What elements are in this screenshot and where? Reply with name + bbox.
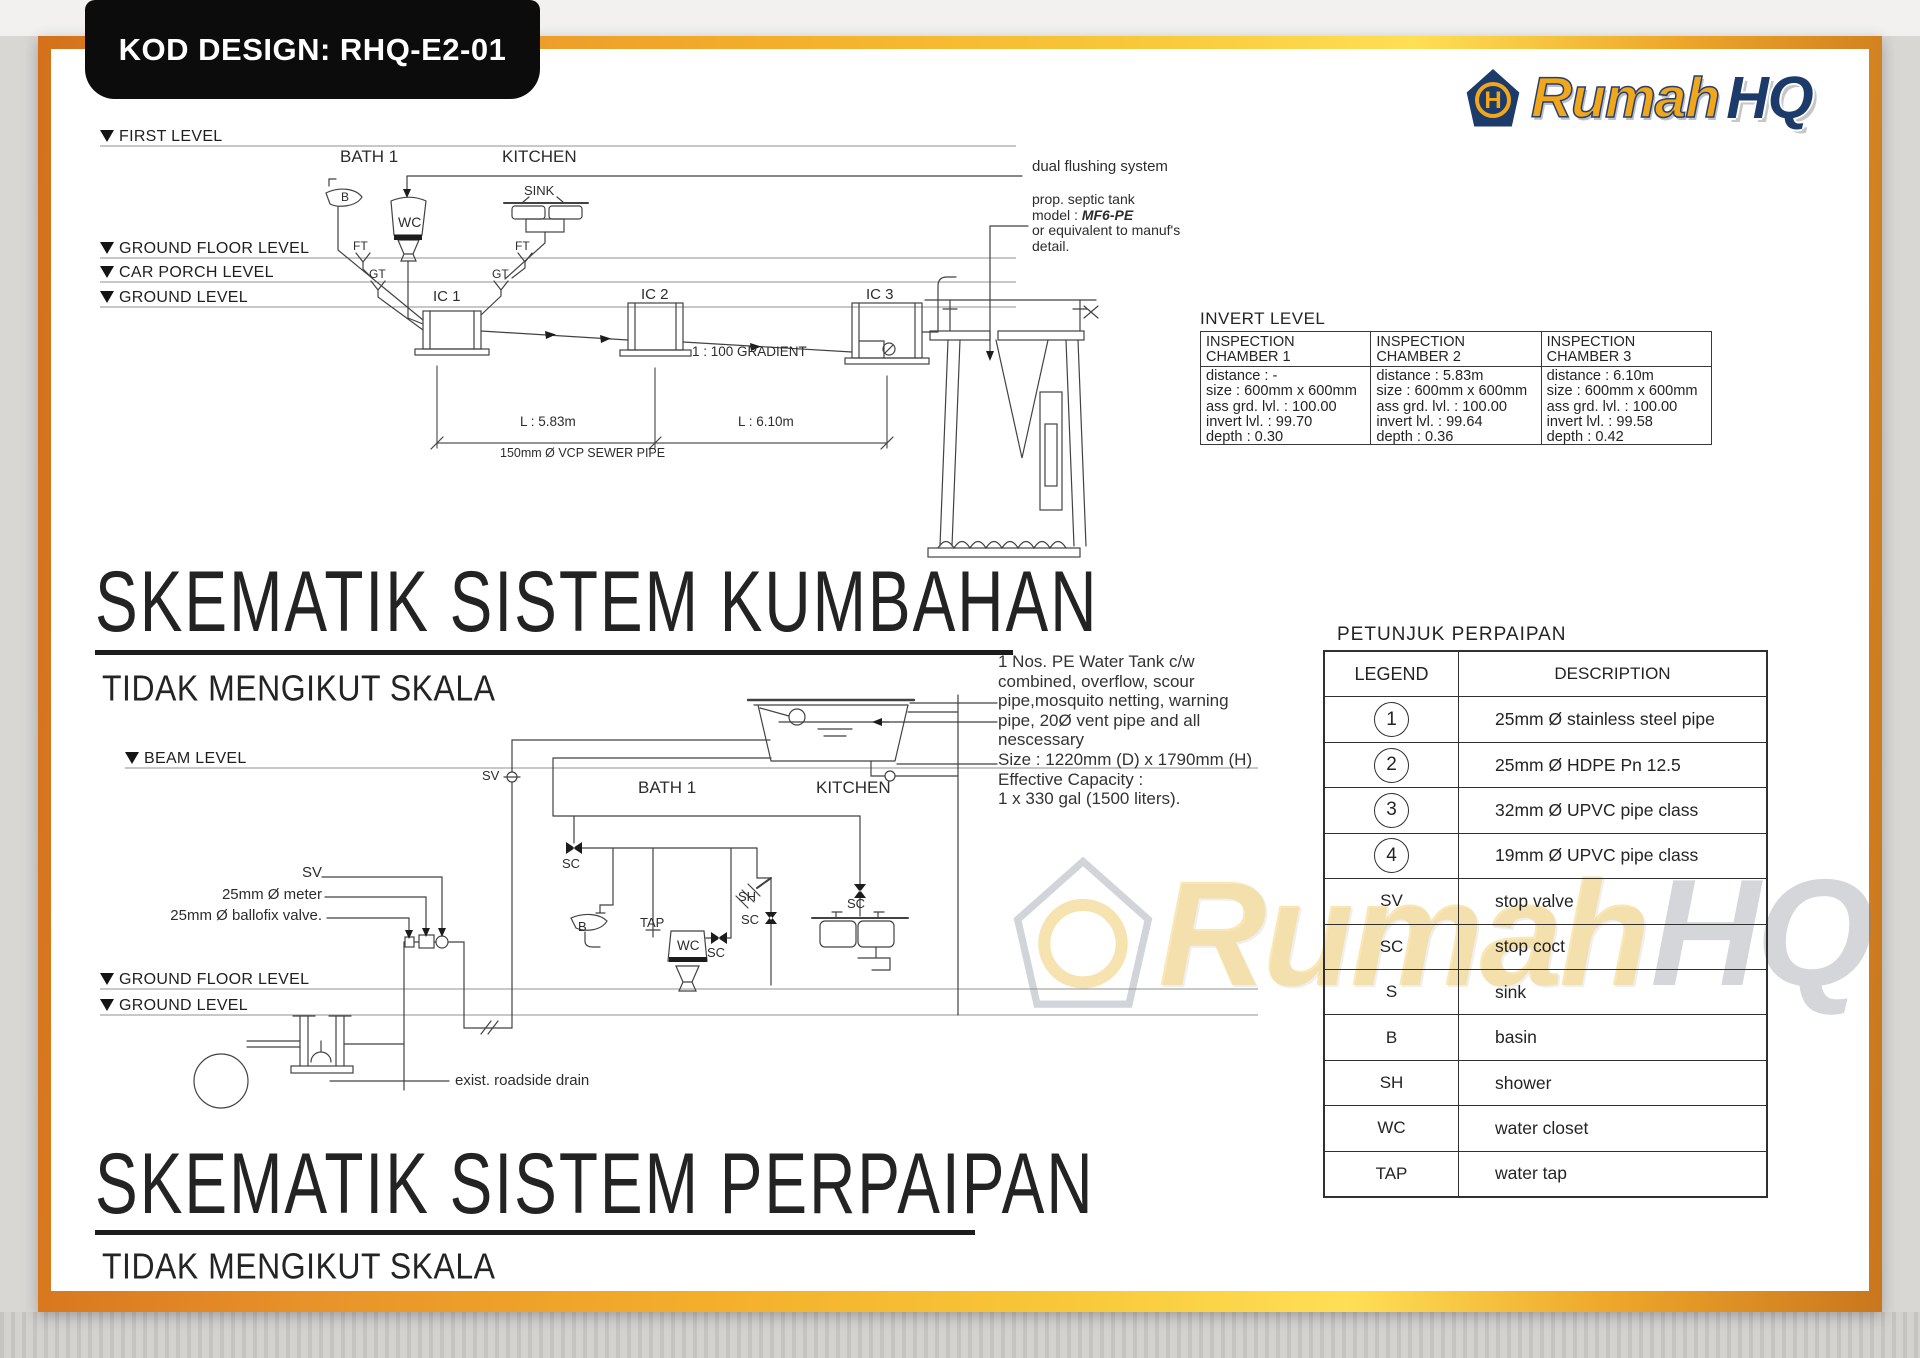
perpaipan-subtitle: TIDAK MENGIKUT SKALA <box>102 1246 496 1287</box>
kumbahan-title-main: SKEMATIK SISTEM KUMBAHAN <box>95 552 1099 650</box>
legend-row-sc: SC stop coct <box>1325 923 1766 969</box>
perpaipan-title: SKEMATIK SISTEM PERPAIPAN <box>95 1134 1095 1232</box>
legend-row-sv: SV stop valve <box>1325 878 1766 924</box>
dual-flushing-label: dual flushing system <box>1032 158 1168 175</box>
wc-label-lower: WC <box>677 938 700 953</box>
legend-title: PETUNJUK PERPAIPAN <box>1337 624 1567 645</box>
roadside-drain-label: exist. roadside drain <box>455 1072 590 1089</box>
level-first: FIRST LEVEL <box>100 128 223 146</box>
ic3-label: IC 3 <box>866 286 894 303</box>
logo-rumah-text: Rumah <box>1530 65 1721 131</box>
kitchen-label-lower: KITCHEN <box>816 778 891 797</box>
design-code-badge: KOD DESIGN: RHQ-E2-01 <box>85 0 540 99</box>
rumahhq-logo: H Rumah HQ <box>1462 58 1814 138</box>
ft-label-1: FT <box>353 239 368 253</box>
sc-label-shower: SC <box>741 912 760 927</box>
dim-ic2-ic3-label: L : 6.10m <box>738 414 794 429</box>
ic1-label: IC 1 <box>433 288 461 305</box>
gt-label-1: GT <box>369 267 386 281</box>
ft-label-2: FT <box>515 239 530 253</box>
kumbahan-subtitle: TIDAK MENGIKUT SKALA <box>102 668 496 709</box>
sc-label-bath: SC <box>562 856 581 871</box>
legend-circle-4: 4 <box>1374 838 1409 874</box>
ballofix-label: 25mm Ø ballofix valve. <box>170 907 322 924</box>
legend-row-2: 2 25mm Ø HDPE Pn 12.5 <box>1325 741 1766 788</box>
background-bottom-texture <box>0 1312 1920 1358</box>
invert-col-3: INSPECTION CHAMBER 3 distance : 6.10m si… <box>1541 332 1711 445</box>
sink-label: SINK <box>524 183 555 198</box>
invert-col-2-header: INSPECTION CHAMBER 2 <box>1371 332 1541 367</box>
septic-model: MF6-PE <box>1081 206 1134 223</box>
kumbahan-underline <box>95 650 1013 655</box>
gt-label-2: GT <box>492 267 509 281</box>
basin-label-top: B <box>341 190 350 204</box>
tap-label: TAP <box>640 915 665 930</box>
legend-circle-3: 3 <box>1374 792 1409 828</box>
design-code-text: KOD DESIGN: RHQ-E2-01 <box>118 31 507 67</box>
legend-circle-1: 1 <box>1374 702 1409 738</box>
invert-col-3-header: INSPECTION CHAMBER 3 <box>1541 332 1711 367</box>
level-ground-floor: GROUND FLOOR LEVEL <box>100 240 309 258</box>
level-marker-icon <box>100 291 114 303</box>
level-marker-icon <box>100 242 114 254</box>
rumahhq-house-icon: H <box>1463 65 1523 130</box>
wc-label-top: WC <box>398 214 422 230</box>
legend-table: LEGEND DESCRIPTION 1 25mm Ø stainless st… <box>1323 650 1768 1198</box>
bath-label-lower: BATH 1 <box>638 778 697 797</box>
gradient-label: 1 : 100 GRADIENT <box>692 344 807 359</box>
level-ground-lower: GROUND LEVEL <box>100 997 248 1015</box>
level-marker-icon <box>125 752 139 764</box>
level-marker-icon <box>100 130 114 142</box>
watermark-house-icon <box>1013 856 1153 1008</box>
legend-row-wc: WC water closet <box>1325 1105 1766 1151</box>
basin-label-lower: B <box>578 919 587 934</box>
level-ground: GROUND LEVEL <box>100 289 248 307</box>
legend-row-s: S sink <box>1325 968 1766 1015</box>
invert-col-1: INSPECTION CHAMBER 1 distance : - size :… <box>1201 332 1372 445</box>
sv-beam-label: SV <box>482 768 500 783</box>
invert-level-table: INSPECTION CHAMBER 1 distance : - size :… <box>1200 331 1712 445</box>
bath-label-top: BATH 1 <box>340 147 399 166</box>
legend-row-sh: SH shower <box>1325 1059 1766 1106</box>
water-tank-note: 1 Nos. PE Water Tank c/w combined, overf… <box>998 652 1253 809</box>
sc-label-wc: SC <box>707 945 726 960</box>
legend-row-1: 1 25mm Ø stainless steel pipe <box>1325 696 1766 742</box>
logo-monogram: H <box>1484 87 1501 114</box>
level-marker-icon <box>100 266 114 278</box>
legend-row-b: B basin <box>1325 1014 1766 1060</box>
legend-circle-2: 2 <box>1374 747 1409 783</box>
level-ground-floor-lower: GROUND FLOOR LEVEL <box>100 971 309 989</box>
kitchen-label-top: KITCHEN <box>502 147 577 166</box>
level-car-porch: CAR PORCH LEVEL <box>100 264 274 282</box>
legend-col-header: LEGEND <box>1325 652 1459 697</box>
invert-level-title: INVERT LEVEL <box>1200 309 1326 328</box>
ic2-label: IC 2 <box>641 286 669 303</box>
legend-row-4: 4 19mm Ø UPVC pipe class <box>1325 832 1766 879</box>
watermark-hq-text: HQ <box>1650 848 1874 1018</box>
dim-ic1-ic2-label: L : 5.83m <box>520 414 576 429</box>
legend-header-row: LEGEND DESCRIPTION <box>1325 652 1766 697</box>
invert-col-1-header: INSPECTION CHAMBER 1 <box>1201 332 1371 367</box>
invert-col-2: INSPECTION CHAMBER 2 distance : 5.83m si… <box>1371 332 1542 445</box>
logo-hq-text: HQ <box>1726 65 1813 131</box>
sc-label-kitchen: SC <box>847 896 866 911</box>
legend-row-tap: TAP water tap <box>1325 1150 1766 1197</box>
meter-label-block: SV 25mm Ø meter 25mm Ø ballofix valve. <box>100 862 322 927</box>
perpaipan-underline <box>95 1230 975 1235</box>
sewer-pipe-label: 150mm Ø VCP SEWER PIPE <box>500 446 666 460</box>
legend-row-3: 3 32mm Ø UPVC pipe class <box>1325 787 1766 833</box>
level-beam: BEAM LEVEL <box>125 750 247 768</box>
sh-label: SH <box>738 889 757 904</box>
level-marker-icon <box>100 973 114 985</box>
sv-meter-label: SV <box>301 864 322 881</box>
level-marker-icon <box>100 999 114 1011</box>
meter-size-label: 25mm Ø meter <box>221 885 322 903</box>
septic-note: prop. septic tank model : MF6-PE or equi… <box>1032 191 1181 254</box>
description-col-header: DESCRIPTION <box>1554 664 1671 684</box>
